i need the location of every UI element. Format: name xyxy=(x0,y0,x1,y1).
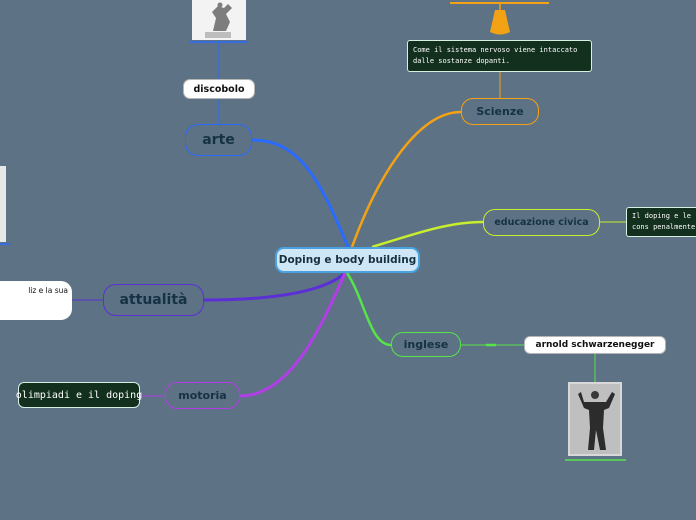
topic-attualita[interactable]: attualità xyxy=(103,284,204,316)
branch-scienze xyxy=(350,110,462,248)
subtopic-scienze-note[interactable]: Come il sistema nervoso viene intaccato … xyxy=(407,40,592,72)
topic-educazione-civica[interactable]: educazione civica xyxy=(483,209,600,236)
topic-motoria[interactable]: motoria xyxy=(165,382,240,409)
discobolus-statue-image xyxy=(190,0,248,43)
subtopic-olimpiadi[interactable]: olimpiadi e il doping xyxy=(16,382,142,408)
central-topic[interactable]: Doping e body building xyxy=(275,247,420,273)
branch-arte xyxy=(251,138,350,248)
left-edge-image xyxy=(0,166,6,242)
topic-arte[interactable]: arte xyxy=(185,124,252,156)
bodybuilder-photo-image xyxy=(565,382,626,461)
branch-educazione xyxy=(371,220,484,249)
subtopic-arnold[interactable]: arnold schwarzenegger xyxy=(524,336,666,354)
subtopic-attualita-note[interactable]: liz e la sua xyxy=(0,281,72,320)
scienze-drop-shape xyxy=(490,10,510,35)
branch-inglese xyxy=(345,272,392,347)
branch-attualita xyxy=(203,271,346,302)
subtopic-educazione-note[interactable]: Il doping e le cons penalmente. xyxy=(626,207,696,237)
topic-scienze[interactable]: Scienze xyxy=(461,98,539,125)
topic-inglese[interactable]: inglese xyxy=(391,332,461,357)
branch-motoria xyxy=(239,272,347,398)
subtopic-discobolo[interactable]: discobolo xyxy=(183,79,255,99)
